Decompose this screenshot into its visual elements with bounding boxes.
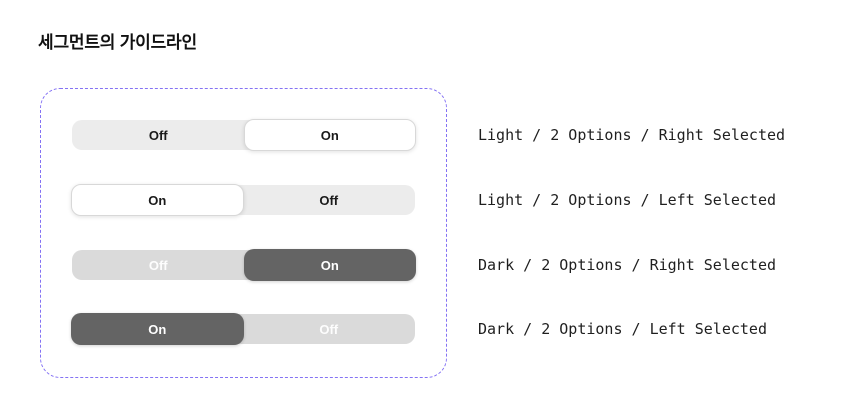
segment-off-button[interactable]: Off — [72, 120, 245, 150]
row-description: Dark / 2 Options / Left Selected — [478, 320, 767, 338]
segment-on-button[interactable]: On — [243, 119, 416, 151]
segmented-control-dark-left: On Off — [71, 313, 416, 345]
segment-off-button[interactable]: Off — [243, 185, 416, 215]
segment-off-button[interactable]: Off — [72, 250, 245, 280]
segment-on-button[interactable]: On — [71, 184, 244, 216]
guideline-frame — [40, 88, 447, 378]
segmented-control-light-left: On Off — [71, 184, 416, 216]
segment-off-button[interactable]: Off — [243, 314, 416, 344]
row-description: Light / 2 Options / Left Selected — [478, 191, 777, 209]
segment-row-dark-right: Off On Dark / 2 Options / Right Selected — [0, 249, 850, 281]
page-title: 세그먼트의 가이드라인 — [38, 33, 197, 52]
segmented-control-light-right: Off On — [72, 119, 416, 151]
row-description: Dark / 2 Options / Right Selected — [478, 256, 777, 274]
segment-row-light-right: Off On Light / 2 Options / Right Selecte… — [0, 119, 850, 151]
segment-row-dark-left: On Off Dark / 2 Options / Left Selected — [0, 313, 850, 345]
segment-on-button[interactable]: On — [243, 249, 416, 281]
segmented-control-dark-right: Off On — [72, 249, 416, 281]
segment-on-button[interactable]: On — [71, 313, 244, 345]
row-description: Light / 2 Options / Right Selected — [478, 126, 786, 144]
segment-row-light-left: On Off Light / 2 Options / Left Selected — [0, 184, 850, 216]
